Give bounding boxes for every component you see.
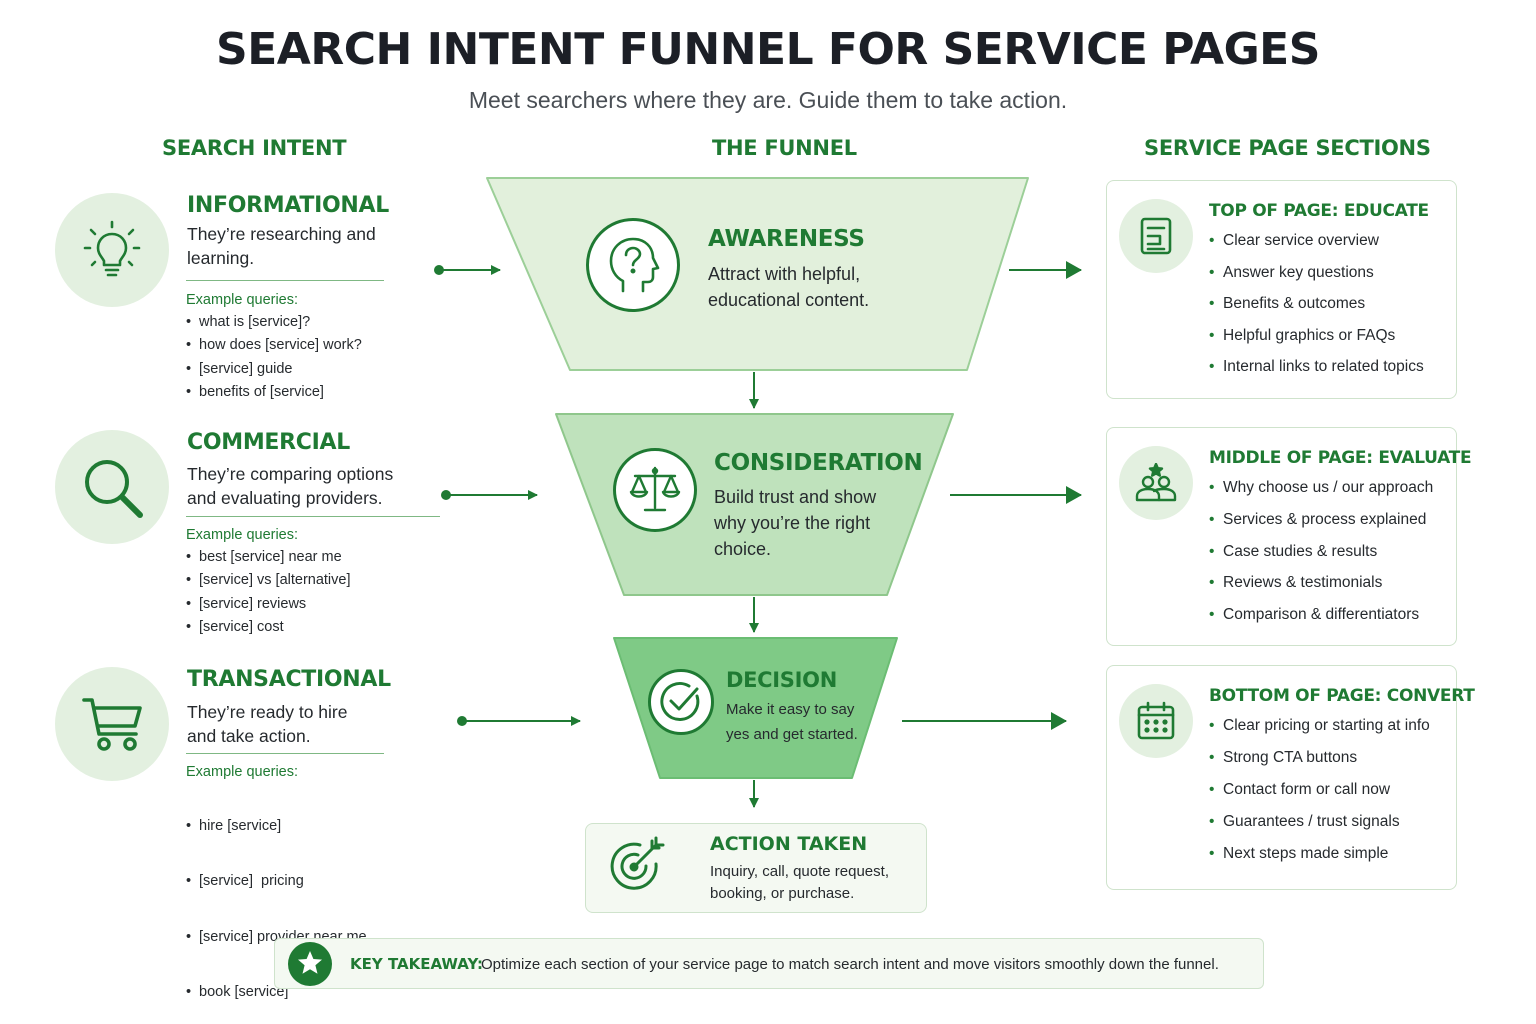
intent-name: TRANSACTIONAL	[187, 667, 391, 692]
stage-name-awareness: AWARENESS	[708, 226, 865, 252]
section-items: Why choose us / our approach Services & …	[1209, 479, 1433, 638]
example-query: [service] vs [alternative]	[186, 572, 351, 595]
example-query: hire [service]	[186, 818, 367, 841]
section-item: Reviews & testimonials	[1209, 574, 1433, 606]
target-arrow-icon	[606, 836, 668, 902]
section-item: Comparison & differentiators	[1209, 606, 1433, 638]
section-title: MIDDLE OF PAGE: EVALUATE	[1209, 448, 1472, 468]
section-item: Why choose us / our approach	[1209, 479, 1433, 511]
divider	[186, 516, 440, 517]
example-queries-list: best [service] near me [service] vs [alt…	[186, 549, 351, 642]
section-item: Next steps made simple	[1209, 845, 1430, 877]
section-item: Benefits & outcomes	[1209, 295, 1424, 327]
page-title: SEARCH INTENT FUNNEL FOR SERVICE PAGES	[216, 24, 1320, 75]
intent-description: They’re ready to hire and take action.	[187, 702, 348, 746]
section-item: Guarantees / trust signals	[1209, 813, 1430, 845]
section-item: Contact form or call now	[1209, 781, 1430, 813]
column-heading-funnel: THE FUNNEL	[712, 136, 857, 160]
example-query: what is [service]?	[186, 314, 362, 337]
stage-desc-decision: Make it easy to say yes and get started.	[726, 701, 858, 743]
section-item: Answer key questions	[1209, 264, 1424, 296]
stage-name-consideration: CONSIDERATION	[714, 450, 923, 476]
magnifier-icon	[55, 430, 169, 544]
lightbulb-icon	[55, 193, 169, 307]
example-query: benefits of [service]	[186, 384, 362, 407]
key-takeaway-banner: KEY TAKEAWAY: Optimize each section of y…	[274, 938, 1264, 989]
action-taken-desc: Inquiry, call, quote request, booking, o…	[710, 863, 889, 902]
column-heading-intent: SEARCH INTENT	[162, 136, 347, 160]
shopping-cart-icon	[55, 667, 169, 781]
example-queries-list: hire [service] [service] pricing [servic…	[186, 786, 367, 1024]
section-item: Strong CTA buttons	[1209, 749, 1430, 781]
section-card-bottom: BOTTOM OF PAGE: CONVERT Clear pricing or…	[1106, 665, 1475, 890]
intent-name: COMMERCIAL	[187, 430, 350, 455]
example-queries-label: Example queries:	[186, 527, 299, 543]
example-query: [service] reviews	[186, 596, 351, 619]
stage-desc-awareness: Attract with helpful, educational conten…	[708, 264, 870, 310]
section-title: TOP OF PAGE: EDUCATE	[1209, 201, 1429, 221]
star-icon	[288, 942, 332, 986]
stage-name-decision: DECISION	[726, 668, 837, 692]
example-query: how does [service] work?	[186, 337, 362, 360]
key-takeaway-text: Optimize each section of your service pa…	[481, 956, 1219, 973]
divider	[186, 753, 384, 754]
section-item: Services & process explained	[1209, 511, 1433, 543]
check-circle-icon	[648, 669, 714, 735]
example-query: [service] cost	[186, 619, 351, 642]
stage-desc-consideration: Build trust and show why you’re the righ…	[714, 487, 877, 559]
intent-description: They’re comparing options and evaluating…	[187, 464, 394, 508]
section-item: Internal links to related topics	[1209, 358, 1424, 390]
example-queries-label: Example queries:	[186, 764, 299, 780]
example-query: [service] pricing	[186, 873, 367, 896]
section-items: Clear service overview Answer key questi…	[1209, 232, 1424, 390]
key-takeaway-label: KEY TAKEAWAY:	[350, 955, 484, 973]
calendar-icon	[1119, 684, 1193, 758]
section-card-top: TOP OF PAGE: EDUCATE Clear service overv…	[1106, 180, 1457, 399]
section-items: Clear pricing or starting at info Strong…	[1209, 717, 1430, 877]
section-card-middle: MIDDLE OF PAGE: EVALUATE Why choose us /…	[1106, 427, 1472, 646]
example-queries-label: Example queries:	[186, 292, 299, 308]
section-item: Clear service overview	[1209, 232, 1424, 264]
column-heading-sections: SERVICE PAGE SECTIONS	[1144, 136, 1431, 160]
page-subtitle: Meet searchers where they are. Guide the…	[468, 87, 1068, 113]
intent-name: INFORMATIONAL	[187, 193, 389, 218]
head-question-icon	[586, 218, 680, 312]
divider	[186, 280, 384, 281]
section-item: Helpful graphics or FAQs	[1209, 327, 1424, 359]
section-item: Clear pricing or starting at info	[1209, 717, 1430, 749]
scales-icon	[613, 448, 697, 532]
action-taken-title: ACTION TAKEN	[710, 833, 868, 855]
example-queries-list: what is [service]? how does [service] wo…	[186, 314, 362, 407]
document-icon	[1119, 199, 1193, 273]
intent-description: They’re researching and learning.	[187, 224, 376, 268]
people-star-icon	[1119, 446, 1193, 520]
section-title: BOTTOM OF PAGE: CONVERT	[1209, 686, 1475, 706]
example-query: book [service]	[186, 984, 367, 1007]
example-query: best [service] near me	[186, 549, 351, 572]
example-query: [service] guide	[186, 361, 362, 384]
action-taken-box: ACTION TAKEN Inquiry, call, quote reques…	[585, 823, 927, 913]
section-item: Case studies & results	[1209, 543, 1433, 575]
